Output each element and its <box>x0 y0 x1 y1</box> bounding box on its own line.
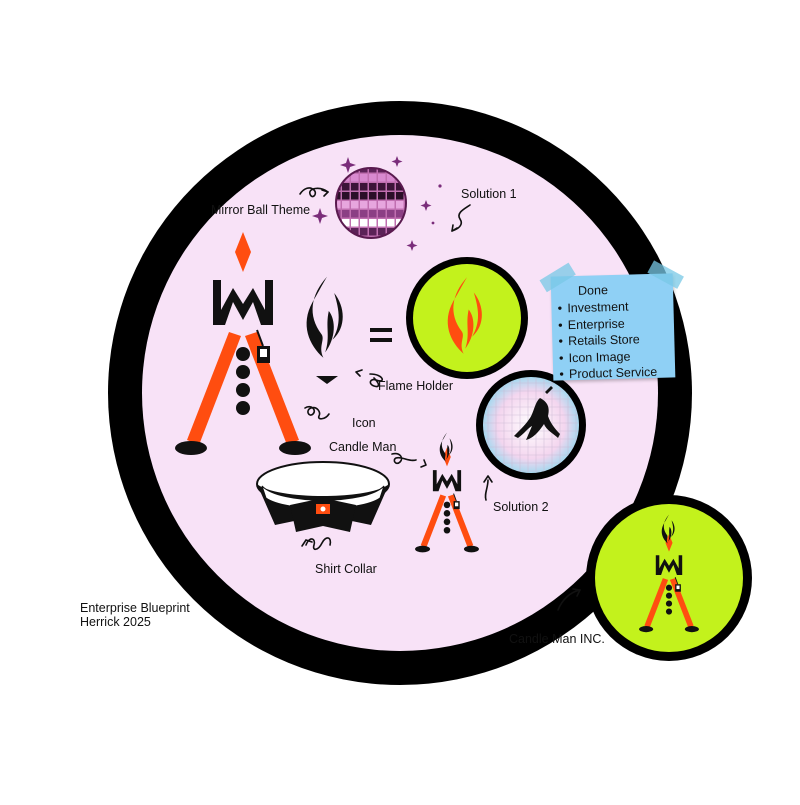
footer-line-1: Enterprise Blueprint <box>80 601 190 615</box>
equals-sign <box>370 328 392 342</box>
label-solution-1: Solution 1 <box>461 187 517 201</box>
label-mirror-ball-theme: Mirror Ball Theme <box>211 203 311 217</box>
candle-man-inc-disc <box>595 504 743 652</box>
curly-arrow-icon <box>299 187 581 611</box>
sticky-note: Done Investment Enterprise Retails Store… <box>539 260 684 383</box>
label-solution-2: Solution 2 <box>493 500 549 514</box>
label-icon: Icon <box>352 416 376 430</box>
shirt-collar-icon <box>256 461 390 532</box>
note-item: Product Service <box>559 364 658 383</box>
flame-holder-icon <box>316 376 338 384</box>
inner-panel <box>142 135 658 651</box>
label-candle-man: Candle Man <box>329 440 397 454</box>
label-shirt-collar: Shirt Collar <box>315 562 377 576</box>
label-candle-man-inc: Candle Man INC. <box>509 632 605 646</box>
dancer-icon <box>476 370 586 480</box>
label-flame-holder: Flame Holder <box>378 379 454 393</box>
note-list: Investment Enterprise Retails Store Icon… <box>557 298 657 383</box>
note-title: Done <box>577 283 609 298</box>
sparkle-icon <box>312 156 442 251</box>
footer-line-2: Herrick 2025 <box>80 615 151 629</box>
solution-1-disc <box>413 264 521 372</box>
